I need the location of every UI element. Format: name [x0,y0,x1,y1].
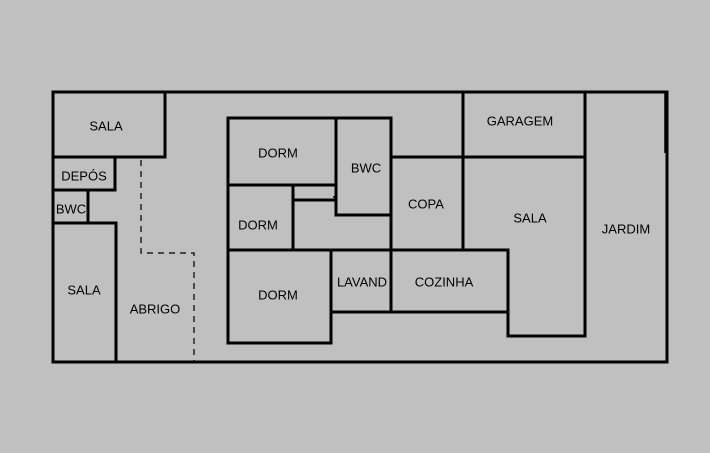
label-bwc-center: BWC [351,161,381,176]
label-dorm-1: DORM [258,146,298,161]
label-sala-top: SALA [89,119,123,134]
label-sala-right: SALA [513,211,547,226]
label-bwc-left: BWC [56,202,86,217]
label-lavand: LAVAND [337,275,387,290]
abrigo-dashed-line [140,160,195,362]
label-garagem: GARAGEM [487,114,553,129]
label-depos: DEPÓS [61,169,107,184]
label-abrigo: ABRIGO [130,302,181,317]
room-sala-left [51,221,118,364]
label-jardim: JARDIM [602,222,650,237]
hall-outline [226,183,393,252]
label-cozinha: COZINHA [415,275,474,290]
label-dorm-2: DORM [238,218,278,233]
label-sala-left: SALA [67,283,101,298]
label-copa: COPA [408,197,444,212]
label-dorm-3: DORM [258,288,298,303]
